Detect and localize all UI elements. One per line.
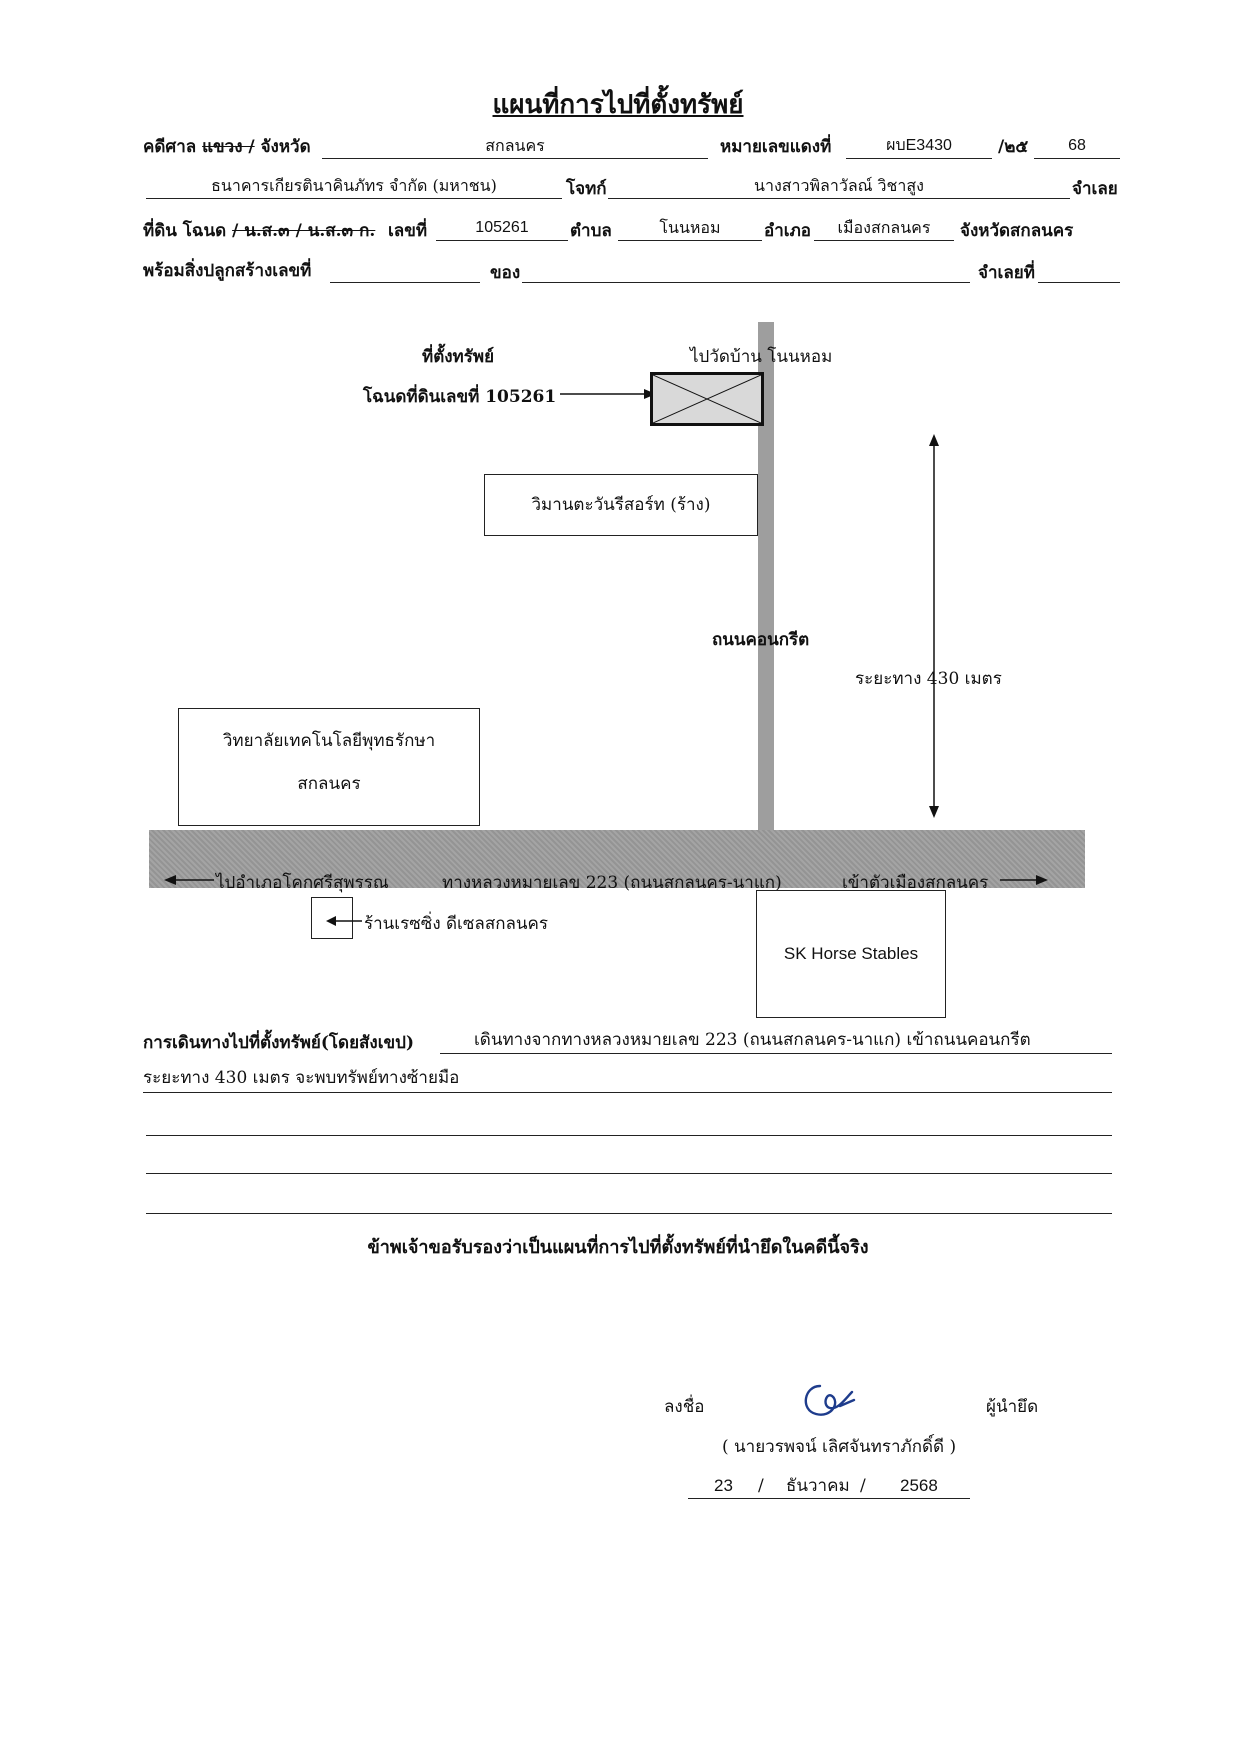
defendant-no-field[interactable] xyxy=(1038,260,1120,283)
racing-shop-label: ร้านเรซซิ่ง ดีเซลสกลนคร xyxy=(364,914,549,934)
district-label: อำเภอ xyxy=(764,221,811,241)
year-separator: /๒๕ xyxy=(998,137,1029,157)
certification-statement: ข้าพเจ้าขอรับรองว่าเป็นแผนที่การไปที่ตั้… xyxy=(367,1237,869,1258)
directions-line-5[interactable] xyxy=(146,1212,1112,1214)
of-label: ของ xyxy=(490,263,521,283)
property-cross-icon xyxy=(653,375,761,423)
distance-label: ระยะทาง 430 เมตร xyxy=(855,669,1002,689)
owner-field[interactable] xyxy=(522,260,970,283)
highway-road xyxy=(149,830,1085,888)
highway-label: ทางหลวงหมายเลข 223 (ถนนสกลนคร-นาแก) xyxy=(442,873,782,893)
court-field[interactable]: สกลนคร xyxy=(322,136,708,159)
resort-label: วิมานตะวันรีสอร์ท (ร้าง) xyxy=(531,495,711,515)
property-heading: ที่ตั้งทรัพย์ xyxy=(422,347,495,367)
province-label: จังหวัดสกลนคร xyxy=(960,221,1074,241)
concrete-road xyxy=(758,322,774,832)
signature-date: 23 / ธันวาคม / 2568 xyxy=(688,1476,970,1499)
date-sep-2: / xyxy=(860,1476,866,1496)
subdistrict-field[interactable]: โนนหอม xyxy=(618,218,762,241)
property-marker xyxy=(650,372,764,426)
subdistrict-label: ตำบล xyxy=(570,221,612,241)
directions-line-1[interactable]: เดินทางจากทางหลวงหมายเลข 223 (ถนนสกลนคร-… xyxy=(440,1028,1112,1054)
directions-label: การเดินทางไปที่ตั้งทรัพย์(โดยสังเขป) xyxy=(143,1033,415,1053)
directions-line-2[interactable]: ระยะทาง 430 เมตร จะพบทรัพย์ทางซ้ายมือ xyxy=(143,1066,1112,1093)
red-case-field[interactable]: ผบE3430 xyxy=(846,136,992,159)
college-label-line2: สกลนคร xyxy=(297,774,361,794)
district-field[interactable]: เมืองสกลนคร xyxy=(814,218,954,241)
number-label: เลขที่ xyxy=(388,221,428,241)
resort-box: วิมานตะวันรีสอร์ท (ร้าง) xyxy=(484,474,758,536)
deed-map-label: โฉนดที่ดินเลขที่ 105261 xyxy=(363,387,557,407)
defendant-no-label: จำเลยที่ xyxy=(978,263,1035,283)
arrow-right-icon xyxy=(1000,875,1048,885)
distance-arrow xyxy=(929,434,939,818)
signature-scribble xyxy=(804,1384,856,1416)
directions-line-4[interactable] xyxy=(146,1172,1112,1174)
deed-arrow xyxy=(560,389,656,399)
deed-number-field[interactable]: 105261 xyxy=(436,218,568,241)
building-label: พร้อมสิ่งปลูกสร้างเลขที่ xyxy=(143,261,312,281)
arrow-left-icon xyxy=(164,875,214,885)
concrete-road-label: ถนนคอนกรีต xyxy=(712,630,810,650)
date-day: 23 xyxy=(714,1476,733,1495)
to-khok-label: ไปอำเภอโคกศรีสุพรรณ xyxy=(216,873,389,893)
racing-shop-arrow xyxy=(326,916,362,926)
signer-name: ( นายวรพจน์ เลิศจันทราภักดิ์ดี ) xyxy=(722,1437,957,1457)
signer-role: ผู้นำยึด xyxy=(986,1397,1039,1417)
plaintiff-field[interactable]: ธนาคารเกียรตินาคินภัทร จำกัด (มหาชน) xyxy=(146,176,562,199)
red-case-label: หมายเลขแดงที่ xyxy=(720,137,832,157)
defendant-field[interactable]: นางสาวพิลาวัลณ์ วิชาสูง xyxy=(608,176,1070,199)
date-month: ธันวาคม xyxy=(786,1476,850,1496)
year-field[interactable]: 68 xyxy=(1034,136,1120,159)
stables-label: SK Horse Stables xyxy=(783,944,919,963)
plaintiff-label: โจทก์ xyxy=(566,179,607,199)
land-label: ที่ดิน โฉนด / น.ส.๓ / น.ส.๓ ก. xyxy=(143,221,376,241)
sign-label: ลงชื่อ xyxy=(664,1397,705,1417)
to-city-label: เข้าตัวเมืองสกลนคร xyxy=(842,873,989,893)
building-field[interactable] xyxy=(330,260,480,283)
stables-box: SK Horse Stables xyxy=(756,890,946,1018)
to-temple-label: ไปวัดบ้าน โนนหอม xyxy=(690,347,833,367)
court-label: คดีศาล แขวง / จังหวัด xyxy=(143,137,311,157)
directions-line-3[interactable] xyxy=(146,1134,1112,1136)
defendant-label: จำเลย xyxy=(1072,179,1118,199)
date-year: 2568 xyxy=(900,1476,938,1495)
college-label-line1: วิทยาลัยเทคโนโลยีพุทธรักษา xyxy=(222,731,436,751)
date-sep-1: / xyxy=(758,1476,764,1496)
document-title: แผนที่การไปที่ตั้งทรัพย์ xyxy=(492,90,744,120)
college-box: วิทยาลัยเทคโนโลยีพุทธรักษา สกลนคร xyxy=(178,708,480,826)
